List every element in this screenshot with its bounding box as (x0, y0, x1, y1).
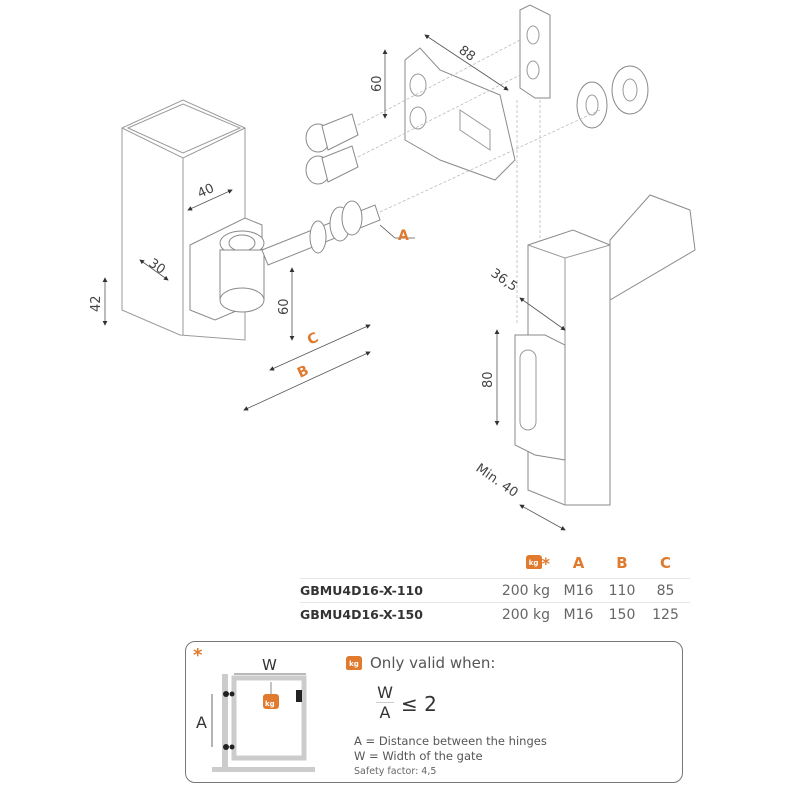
value-b: 150 (608, 606, 636, 623)
left-post (121, 99, 246, 341)
model: GBMU4D16-X-150 (300, 607, 423, 622)
dim-bracket-height: 60 (277, 298, 292, 315)
hinge-diagram: 40 30 42 60 60 88 36,5 80 Min. 40 A C B (89, 4, 696, 531)
letter-c: C (305, 330, 321, 349)
value-c: 125 (652, 606, 679, 623)
value-c: 85 (656, 582, 675, 599)
threaded-bolt (261, 200, 381, 266)
asterisk: * (541, 553, 550, 573)
inequality: ≤ 2 (401, 692, 437, 716)
letter-b: B (295, 363, 311, 382)
header-b: B (616, 554, 628, 572)
washer-and-nut (576, 65, 649, 129)
model: GBMU4D16-X-110 (300, 583, 423, 598)
dim-post-width: 40 (195, 181, 216, 202)
kg-label: kg (265, 700, 275, 708)
gate-post (514, 194, 696, 506)
definition-a: A = Distance between the hinges (354, 734, 547, 748)
safety-factor: Safety factor: 4,5 (354, 766, 437, 777)
value-a: M16 (563, 606, 594, 623)
header-a: A (572, 554, 585, 572)
hinge-bracket (189, 217, 265, 321)
info-box: * W A kg kg Only valid when: W A ≤ 2 A =… (185, 641, 683, 783)
fraction-denominator: A (379, 703, 391, 722)
load: 200 kg (501, 606, 550, 623)
gate-diagram: W A kg (196, 656, 315, 772)
nut-block (519, 4, 551, 99)
info-title: Only valid when: (370, 654, 496, 672)
weight-icon: kg (525, 554, 542, 569)
dim-slot-length: 80 (481, 371, 496, 388)
table-row: GBMU4D16-X-110 200 kg M16 110 85 (300, 578, 690, 602)
mounting-plate (404, 47, 516, 181)
header-c: C (659, 554, 671, 572)
dim-post-depth: 30 (146, 256, 168, 278)
dim-post-height: 42 (89, 295, 104, 312)
table-row: GBMU4D16-X-150 200 kg M16 150 125 (300, 602, 690, 626)
dim-gate-offset: 36,5 (488, 266, 520, 295)
value-a: M16 (563, 582, 594, 599)
letter-a: A (398, 228, 409, 244)
dim-plate-height: 60 (370, 75, 385, 92)
load: 200 kg (501, 582, 550, 599)
spec-table-header: kg* A B C (300, 548, 690, 578)
weight-icon: kg (346, 656, 362, 670)
value-b: 110 (608, 582, 636, 599)
label-a: A (196, 713, 207, 732)
asterisk: * (193, 645, 203, 666)
screws (305, 113, 359, 185)
definition-w: W = Width of the gate (354, 749, 483, 763)
dim-min-distance: Min. 40 (473, 461, 521, 501)
fraction: W A (376, 684, 394, 723)
label-w: W (262, 656, 277, 674)
dim-plate-length: 88 (456, 43, 478, 65)
spec-table: kg* A B C GBMU4D16-X-110 200 kg M16 110 … (300, 548, 690, 626)
dimension-lines (102, 34, 566, 531)
fraction-numerator: W (376, 683, 394, 703)
